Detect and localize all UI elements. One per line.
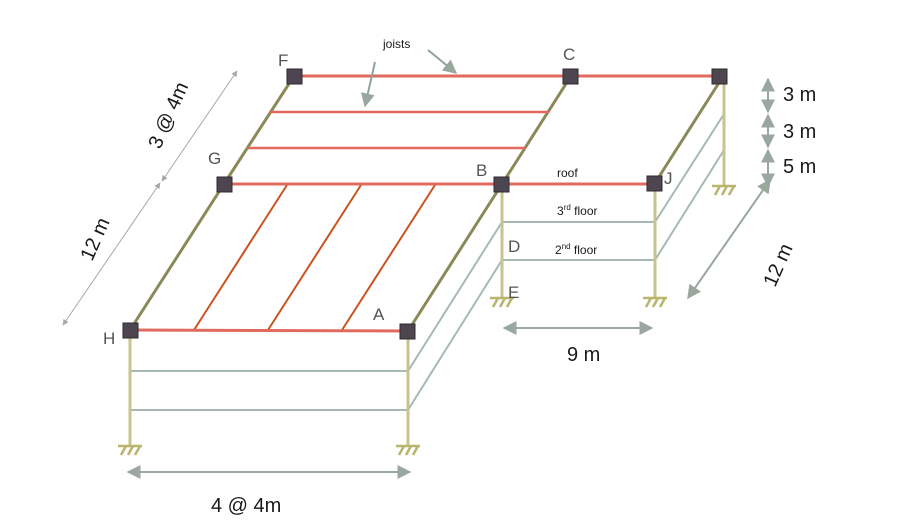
node-d-label: D: [508, 237, 520, 256]
girder-g-f: [222, 74, 296, 186]
third-floor-sup: rd: [564, 203, 571, 212]
node-f-label: F: [278, 51, 288, 70]
dim-12m-right-label: 12 m: [759, 240, 797, 290]
left-wing-side-3rd-floor-line: [407, 221, 503, 372]
joists-label: joists: [382, 37, 410, 51]
girder-b-c: [500, 74, 573, 186]
floor-outlines: [130, 113, 725, 411]
node-c-marker: [562, 68, 579, 85]
node-j-label: J: [664, 169, 673, 188]
node-b-label: B: [476, 161, 487, 180]
node-g-label: G: [208, 149, 221, 168]
node-a-label: A: [373, 305, 385, 324]
beam-h-a: [128, 328, 410, 333]
node-h-label: H: [103, 329, 115, 348]
left-wing-side-2nd-floor-line: [407, 259, 503, 411]
joist-left-1: [193, 184, 288, 331]
dim-3-at-4m-line: [161, 70, 238, 182]
joists-pointer-to-beam: [427, 49, 458, 74]
girder-j-back-right: [653, 76, 724, 185]
joist-left-2: [267, 184, 362, 331]
third-floor-word: floor: [571, 204, 598, 218]
ground-supports: [118, 184, 736, 456]
node-h-marker: [122, 322, 139, 339]
second-floor-label: 2nd floor: [555, 242, 597, 257]
node-a-marker: [399, 323, 416, 340]
node-back-right-marker: [711, 68, 728, 85]
second-floor-num: 2: [555, 243, 562, 257]
node-e-label: E: [508, 283, 519, 302]
left-wing-joists: [193, 184, 436, 331]
node-b-marker: [493, 176, 510, 193]
node-j-marker: [646, 175, 663, 192]
dim-3m-mid-label: 3 m: [783, 121, 816, 143]
joists-callout: joists: [360, 37, 458, 108]
dim-12m-right-line: [687, 178, 771, 300]
joist-left-3: [341, 184, 436, 331]
node-c-label: C: [563, 45, 575, 64]
dim-3m-top-label: 3 m: [783, 84, 816, 106]
ground-support-h: [118, 444, 142, 456]
roof-label: roof: [557, 166, 578, 180]
second-floor-sup: nd: [562, 242, 571, 251]
dim-4-at-4m-label: 4 @ 4m: [211, 495, 281, 517]
dim-3-at-4m-label: 3 @ 4m: [144, 79, 193, 152]
dim-5m-label: 5 m: [783, 156, 816, 178]
columns: [128, 77, 726, 446]
third-floor-label: 3rd floor: [557, 203, 598, 218]
third-floor-num: 3: [557, 204, 564, 218]
joists-pointer-to-joist: [360, 61, 376, 108]
dim-9m-label: 9 m: [567, 344, 600, 366]
second-floor-word: floor: [571, 243, 598, 257]
node-f-marker: [286, 68, 303, 85]
back-wing-joists: [246, 110, 550, 150]
node-g-marker: [216, 176, 233, 193]
roof-beams: [128, 74, 721, 333]
girder-a-b: [406, 182, 504, 333]
ground-support-j: [643, 296, 667, 308]
dim-12m-left-line: [62, 182, 161, 326]
nodes: [122, 68, 728, 340]
ground-support-a: [396, 444, 420, 456]
dim-12m-left-label: 12 m: [76, 214, 114, 264]
ground-support-e: [490, 296, 514, 308]
right-wing-side-3rd-floor-line: [654, 113, 725, 223]
ground-support-back-right: [712, 184, 736, 196]
